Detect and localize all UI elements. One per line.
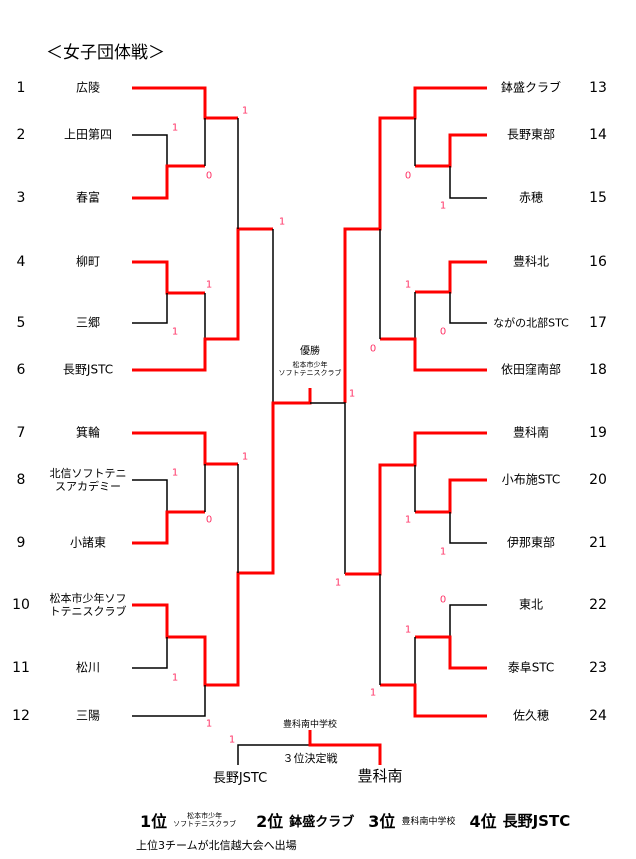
- score: 1: [241, 451, 249, 463]
- team-name: 上田第四: [63, 127, 113, 142]
- score: 1: [171, 672, 179, 684]
- team-number: 17: [589, 315, 607, 331]
- team-name: 北信ソフトテニ スアカデミー: [49, 467, 127, 493]
- final-results: 1位 松本市少年 ソフトテニスクラブ 2位 鉢盛クラブ 3位 豊科南中学校 4位…: [140, 808, 570, 832]
- team-number: 9: [16, 535, 26, 551]
- team-name: 鉢盛クラブ: [500, 80, 562, 95]
- score: 1: [404, 624, 412, 636]
- team-number: 2: [16, 127, 26, 143]
- score: 1: [241, 105, 249, 117]
- team-name: 伊那東部: [506, 535, 556, 550]
- team-name: 箕輪: [75, 425, 101, 440]
- team-number: 7: [16, 425, 26, 441]
- team-name: 小諸東: [69, 535, 107, 550]
- third-place-label: ３位決定戦: [282, 752, 338, 765]
- team-number: 16: [589, 254, 607, 270]
- third-place-right: 豊科南: [357, 767, 403, 785]
- score: 1: [439, 200, 447, 212]
- third-place-lines: [237, 730, 382, 765]
- team-number: 6: [16, 362, 26, 378]
- team-number: 24: [589, 708, 607, 724]
- score: 0: [369, 343, 377, 355]
- left-bracket: [132, 86, 312, 717]
- score: 1: [205, 279, 213, 291]
- score: 1: [171, 326, 179, 338]
- rank-3-team: 豊科南中学校: [401, 816, 456, 827]
- team-name: 東北: [518, 597, 544, 612]
- score: 0: [439, 326, 447, 338]
- rank-1: 1位: [140, 812, 168, 831]
- rank-1-team: 松本市少年 ソフトテニスクラブ: [173, 812, 237, 828]
- team-name: 柳町: [75, 254, 101, 269]
- score: 1: [171, 122, 179, 134]
- team-name: 広陵: [75, 80, 101, 95]
- team-name: ながの北部STC: [493, 316, 569, 330]
- score: 1: [439, 546, 447, 558]
- team-number: 3: [16, 190, 26, 206]
- team-number: 10: [12, 597, 30, 613]
- rank-3: 3位: [368, 812, 396, 831]
- team-number: 15: [589, 190, 607, 206]
- score: 1: [404, 514, 412, 526]
- team-name: 松川: [75, 660, 101, 675]
- score: 1: [205, 718, 213, 730]
- champion-team: 松本市少年 ソフトテニスクラブ: [278, 361, 342, 377]
- page-title: ＜女子団体戦＞: [46, 43, 165, 63]
- team-number: 4: [16, 254, 26, 270]
- team-name: 豊科北: [512, 254, 550, 269]
- team-number: 12: [12, 708, 30, 724]
- team-number: 1: [16, 80, 26, 96]
- third-place-winner: 豊科南中学校: [282, 720, 338, 730]
- qualification-note: 上位3チームが北信越大会へ出場: [136, 839, 297, 852]
- score: 1: [278, 216, 286, 228]
- score: 1: [228, 734, 236, 746]
- team-number: 11: [12, 660, 30, 676]
- score: 0: [205, 170, 213, 182]
- champion-label: 優勝: [300, 346, 320, 357]
- team-number: 14: [589, 127, 607, 143]
- rank-2: 2位: [256, 812, 284, 831]
- team-name: 佐久穂: [512, 708, 550, 723]
- team-number: 5: [16, 315, 26, 331]
- team-name: 長野東部: [506, 127, 556, 142]
- team-name: 小布施STC: [501, 472, 561, 487]
- team-name: 赤穂: [518, 190, 544, 205]
- team-number: 13: [589, 80, 607, 96]
- rank-4: 4位: [469, 812, 497, 831]
- score: 0: [404, 170, 412, 182]
- team-name: 三郷: [75, 315, 101, 330]
- score: 1: [369, 687, 377, 699]
- team-name: 松本市少年ソフ トテニスクラブ: [49, 592, 127, 618]
- rank-2-team: 鉢盛クラブ: [289, 814, 355, 830]
- team-number: 21: [589, 535, 607, 551]
- score: 1: [334, 577, 342, 589]
- right-bracket: [310, 86, 487, 718]
- rank-4-team: 長野JSTC: [502, 811, 571, 830]
- team-number: 22: [589, 597, 607, 613]
- score: 1: [171, 467, 179, 479]
- team-name: 長野JSTC: [62, 362, 114, 377]
- team-number: 23: [589, 660, 607, 676]
- score: 1: [404, 279, 412, 291]
- team-name: 春富: [75, 190, 101, 205]
- team-name: 依田窪南部: [500, 362, 562, 377]
- score: 0: [439, 594, 447, 606]
- team-number: 20: [589, 472, 607, 488]
- team-number: 18: [589, 362, 607, 378]
- third-place-left: 長野JSTC: [212, 771, 268, 786]
- score: 0: [205, 514, 213, 526]
- team-number: 8: [16, 472, 26, 488]
- team-number: 19: [589, 425, 607, 441]
- team-name: 豊科南: [512, 425, 550, 440]
- score: 1: [348, 388, 356, 400]
- team-name: 泰阜STC: [507, 660, 555, 675]
- team-name: 三陽: [75, 708, 101, 723]
